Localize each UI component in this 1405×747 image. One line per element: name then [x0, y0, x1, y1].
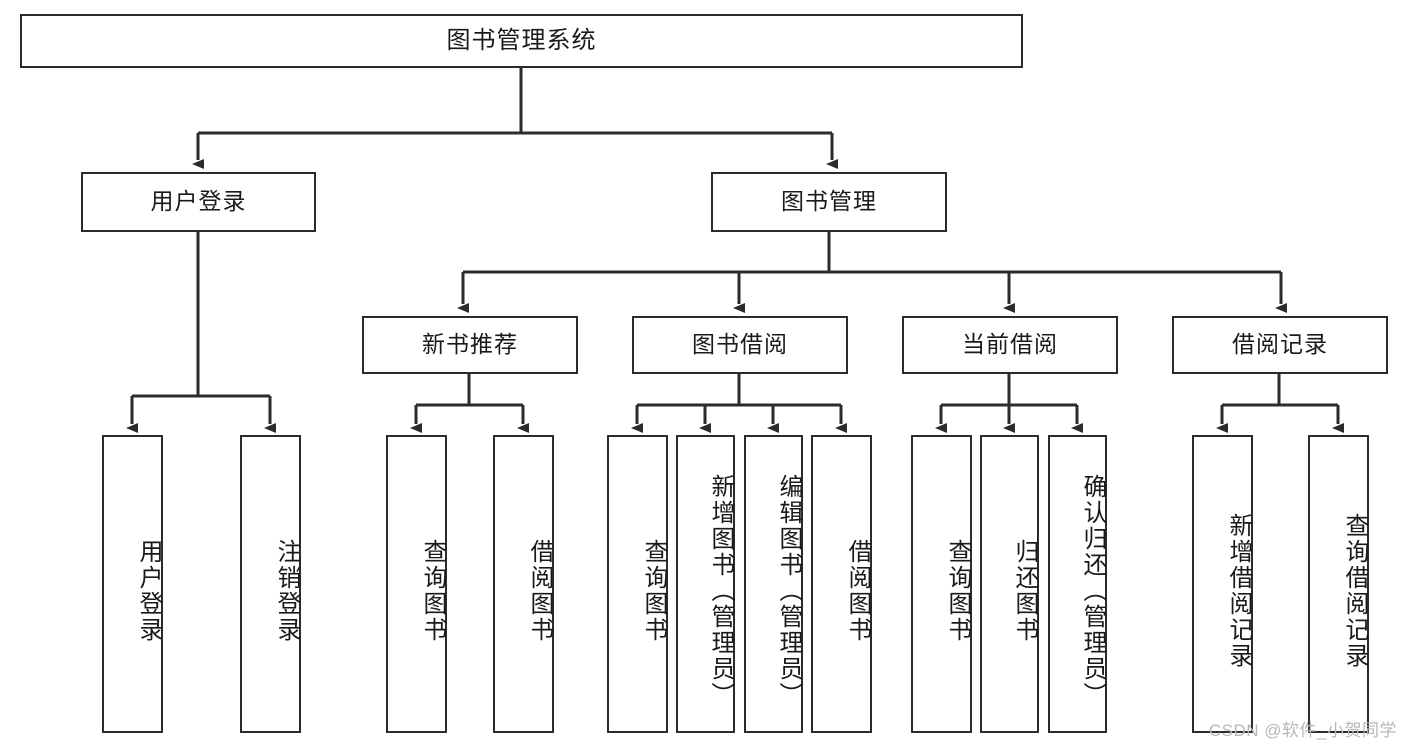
node-book-management[interactable]: 图书管理: [711, 172, 947, 232]
node-new-book-recommend[interactable]: 新书推荐: [362, 316, 578, 374]
node-label: 新增借阅记录: [1225, 513, 1252, 669]
node-label: 借阅记录: [1232, 331, 1328, 358]
leaf-logout[interactable]: 注销登录: [240, 435, 301, 733]
node-label: 用户登录: [135, 539, 162, 643]
node-label: 查询图书: [419, 539, 446, 643]
node-book-borrow[interactable]: 图书借阅: [632, 316, 848, 374]
leaf-add-book-admin[interactable]: 新增图书（管理员）: [676, 435, 735, 733]
leaf-borrow-book[interactable]: 借阅图书: [811, 435, 872, 733]
csdn-watermark: CSDN @软件_小贺同学: [1208, 721, 1397, 740]
node-label: 查询图书: [640, 539, 667, 643]
leaf-confirm-return-admin[interactable]: 确认归还（管理员）: [1048, 435, 1107, 733]
leaf-user-login[interactable]: 用户登录: [102, 435, 163, 733]
node-label: 图书管理系统: [446, 26, 597, 54]
leaf-edit-book-admin[interactable]: 编辑图书（管理员）: [744, 435, 803, 733]
leaf-query-borrow-record[interactable]: 查询借阅记录: [1308, 435, 1369, 733]
leaf-add-borrow-record[interactable]: 新增借阅记录: [1192, 435, 1253, 733]
node-label: 查询图书: [944, 539, 971, 643]
node-label: 图书借阅: [692, 331, 788, 358]
leaf-return-book[interactable]: 归还图书: [980, 435, 1039, 733]
node-label: 当前借阅: [962, 331, 1058, 358]
leaf-query-book-borrow[interactable]: 查询图书: [607, 435, 668, 733]
node-user-login[interactable]: 用户登录: [81, 172, 316, 232]
node-current-borrow[interactable]: 当前借阅: [902, 316, 1118, 374]
node-label: 编辑图书（管理员）: [775, 474, 802, 708]
node-label: 确认归还（管理员）: [1079, 474, 1106, 708]
node-label: 借阅图书: [526, 539, 553, 643]
node-borrow-record[interactable]: 借阅记录: [1172, 316, 1388, 374]
leaf-query-book-current[interactable]: 查询图书: [911, 435, 972, 733]
node-label: 归还图书: [1011, 539, 1038, 643]
node-label: 新书推荐: [422, 331, 518, 358]
node-label: 新增图书（管理员）: [707, 474, 734, 708]
node-label: 查询借阅记录: [1341, 513, 1368, 669]
node-label: 注销登录: [273, 539, 300, 643]
node-label: 图书管理: [781, 188, 877, 215]
node-root-system[interactable]: 图书管理系统: [20, 14, 1023, 68]
leaf-query-book-recommend[interactable]: 查询图书: [386, 435, 447, 733]
leaf-borrow-book-recommend[interactable]: 借阅图书: [493, 435, 554, 733]
node-label: 借阅图书: [844, 539, 871, 643]
node-label: 用户登录: [150, 188, 247, 215]
